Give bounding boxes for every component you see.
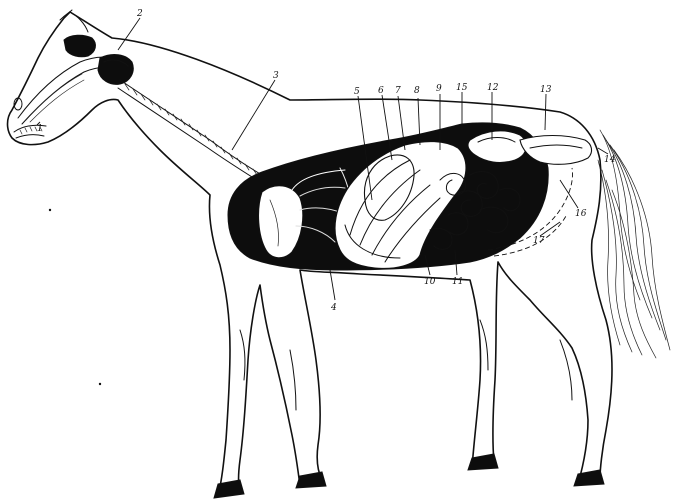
eye-socket	[64, 35, 95, 57]
callout-1: 1	[37, 124, 43, 134]
hoof-front-near	[214, 480, 244, 498]
callout-17: 17	[533, 236, 545, 246]
callout-16: 16	[575, 209, 587, 219]
callout-11: 11	[452, 277, 463, 287]
callout-14: 14	[604, 155, 616, 165]
callout-9: 9	[436, 84, 442, 94]
pharynx	[98, 55, 133, 85]
hooves	[214, 454, 604, 498]
callout-5: 5	[354, 87, 360, 97]
callout-6: 6	[378, 86, 384, 96]
callout-2: 2	[136, 9, 143, 19]
hoof-hind-far	[574, 470, 604, 486]
stray-dot	[99, 383, 101, 385]
callout-12: 12	[487, 83, 499, 93]
callout-10: 10	[424, 277, 436, 287]
callout-7: 7	[395, 86, 401, 96]
callout-8: 8	[414, 86, 420, 96]
callout-3: 3	[273, 71, 279, 81]
callout-13: 13	[540, 85, 552, 95]
callout-15: 15	[456, 83, 468, 93]
callout-4: 4	[330, 303, 337, 313]
stray-dot	[49, 209, 51, 211]
